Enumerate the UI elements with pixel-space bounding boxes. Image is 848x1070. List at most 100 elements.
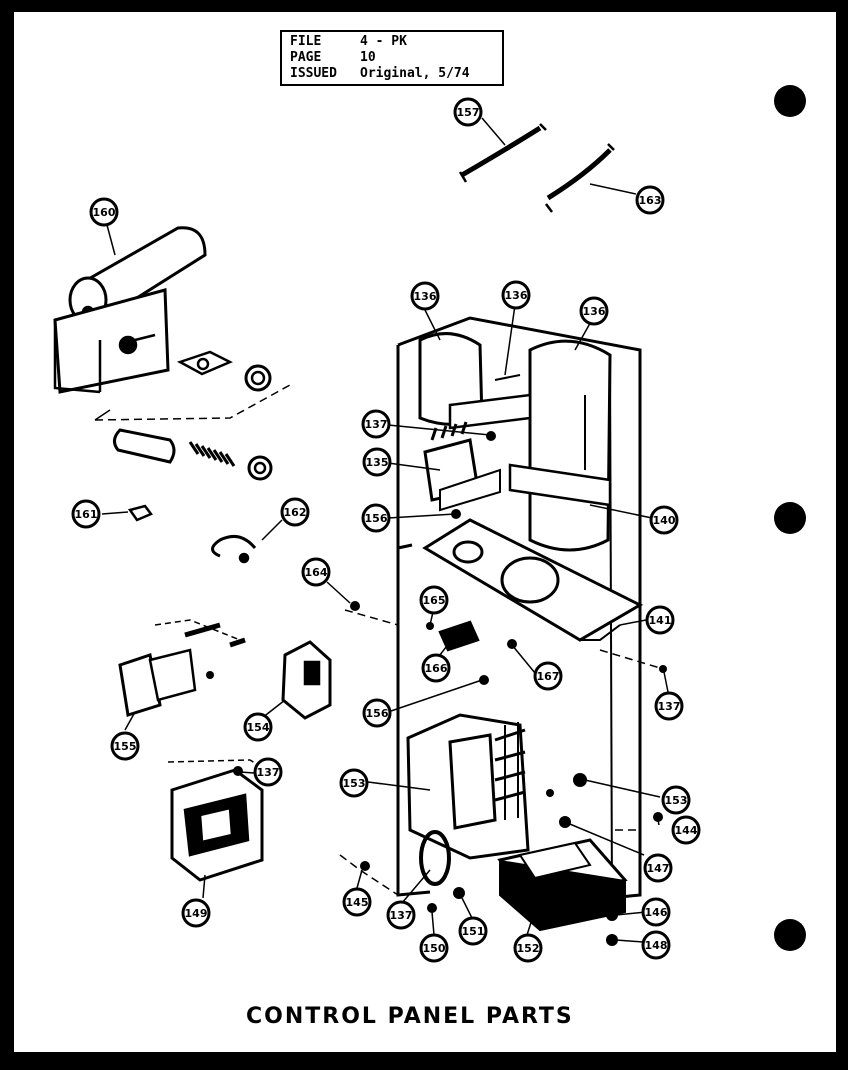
callout-circle: [421, 653, 451, 683]
callout-151: 151: [458, 916, 488, 946]
callout-label: 164: [305, 566, 328, 579]
callout-circle: [280, 497, 310, 527]
callout-label: 160: [93, 206, 116, 219]
callout-circle: [110, 731, 140, 761]
callout-156: 156: [361, 503, 391, 533]
callout-label: 149: [185, 907, 208, 920]
callout-circle: [635, 185, 665, 215]
callout-label: 154: [247, 721, 270, 734]
callout-label: 144: [675, 824, 698, 837]
callout-154: 154: [243, 712, 273, 742]
issued-row: ISSUED Original, 5/74: [290, 66, 494, 82]
callout-146: 146: [641, 897, 671, 927]
callout-label: 136: [505, 289, 528, 302]
callout-label: 157: [457, 106, 480, 119]
callout-circle: [533, 661, 563, 691]
callout-153: 153: [339, 768, 369, 798]
issued-key: ISSUED: [290, 66, 337, 81]
callout-group: 157 163 160 136 136 136 137 135 156 140 161 162 164 1…: [71, 97, 701, 963]
callout-label: 153: [665, 794, 688, 807]
callout-label: 145: [346, 896, 369, 909]
callout-140: 140: [649, 505, 679, 535]
callout-circle: [89, 197, 119, 227]
callout-141: 141: [645, 605, 675, 635]
callout-label: 137: [390, 909, 413, 922]
callout-circle: [181, 898, 211, 928]
callout-circle: [362, 447, 392, 477]
binder-hole: [774, 919, 806, 951]
callout-153: 153: [661, 785, 691, 815]
drawing-lines: [53, 123, 661, 932]
callout-circle: [71, 499, 101, 529]
callout-circle: [458, 916, 488, 946]
callout-155: 155: [110, 731, 140, 761]
file-key: FILE: [290, 34, 322, 49]
callout-167: 167: [533, 661, 563, 691]
page-key: PAGE: [290, 50, 322, 65]
callout-circle: [362, 698, 392, 728]
callout-circle: [301, 557, 331, 587]
callout-164: 164: [301, 557, 331, 587]
callout-circle: [419, 585, 449, 615]
callout-147: 147: [643, 853, 673, 883]
callout-label: 136: [583, 305, 606, 318]
callout-148: 148: [641, 930, 671, 960]
callout-circle: [654, 691, 684, 721]
issued-value: Original, 5/74: [360, 66, 470, 81]
callout-label: 137: [365, 418, 388, 431]
callout-161: 161: [71, 499, 101, 529]
callout-136: 136: [410, 281, 440, 311]
callout-163: 163: [635, 185, 665, 215]
callout-label: 163: [639, 194, 662, 207]
callout-circle: [386, 900, 416, 930]
callout-circle: [453, 97, 483, 127]
callout-circle: [649, 505, 679, 535]
callout-label: 141: [649, 614, 672, 627]
callout-label: 148: [645, 939, 668, 952]
callout-circle: [641, 930, 671, 960]
callout-137: 137: [361, 409, 391, 439]
callout-label: 167: [537, 670, 560, 683]
callout-label: 155: [114, 740, 137, 753]
callout-136: 136: [579, 296, 609, 326]
callout-166: 166: [421, 653, 451, 683]
callout-circle: [361, 409, 391, 439]
callout-label: 166: [425, 662, 448, 675]
callout-label: 136: [414, 290, 437, 303]
callout-circle: [410, 281, 440, 311]
hardware-dots: [206, 431, 667, 946]
callout-137: 137: [253, 757, 283, 787]
page-title: CONTROL PANEL PARTS: [246, 1004, 574, 1029]
binder-hole: [774, 502, 806, 534]
callout-label: 156: [366, 707, 389, 720]
callout-label: 150: [423, 942, 446, 955]
callout-circle: [645, 605, 675, 635]
paper: [14, 12, 836, 1052]
callout-circle: [243, 712, 273, 742]
callout-label: 152: [517, 942, 540, 955]
callout-150: 150: [419, 933, 449, 963]
callout-circle: [253, 757, 283, 787]
callout-label: 162: [284, 506, 307, 519]
callout-label: 151: [462, 925, 485, 938]
callout-149: 149: [181, 898, 211, 928]
callout-label: 135: [366, 456, 389, 469]
callout-label: 137: [257, 766, 280, 779]
binder-hole: [774, 85, 806, 117]
callout-circle: [513, 933, 543, 963]
callout-152: 152: [513, 933, 543, 963]
callout-135: 135: [362, 447, 392, 477]
callout-165: 165: [419, 585, 449, 615]
callout-circle: [661, 785, 691, 815]
callout-circle: [342, 887, 372, 917]
callout-145: 145: [342, 887, 372, 917]
callout-circle: [643, 853, 673, 883]
callout-label: 156: [365, 512, 388, 525]
callout-label: 161: [75, 508, 98, 521]
callout-label: 146: [645, 906, 668, 919]
